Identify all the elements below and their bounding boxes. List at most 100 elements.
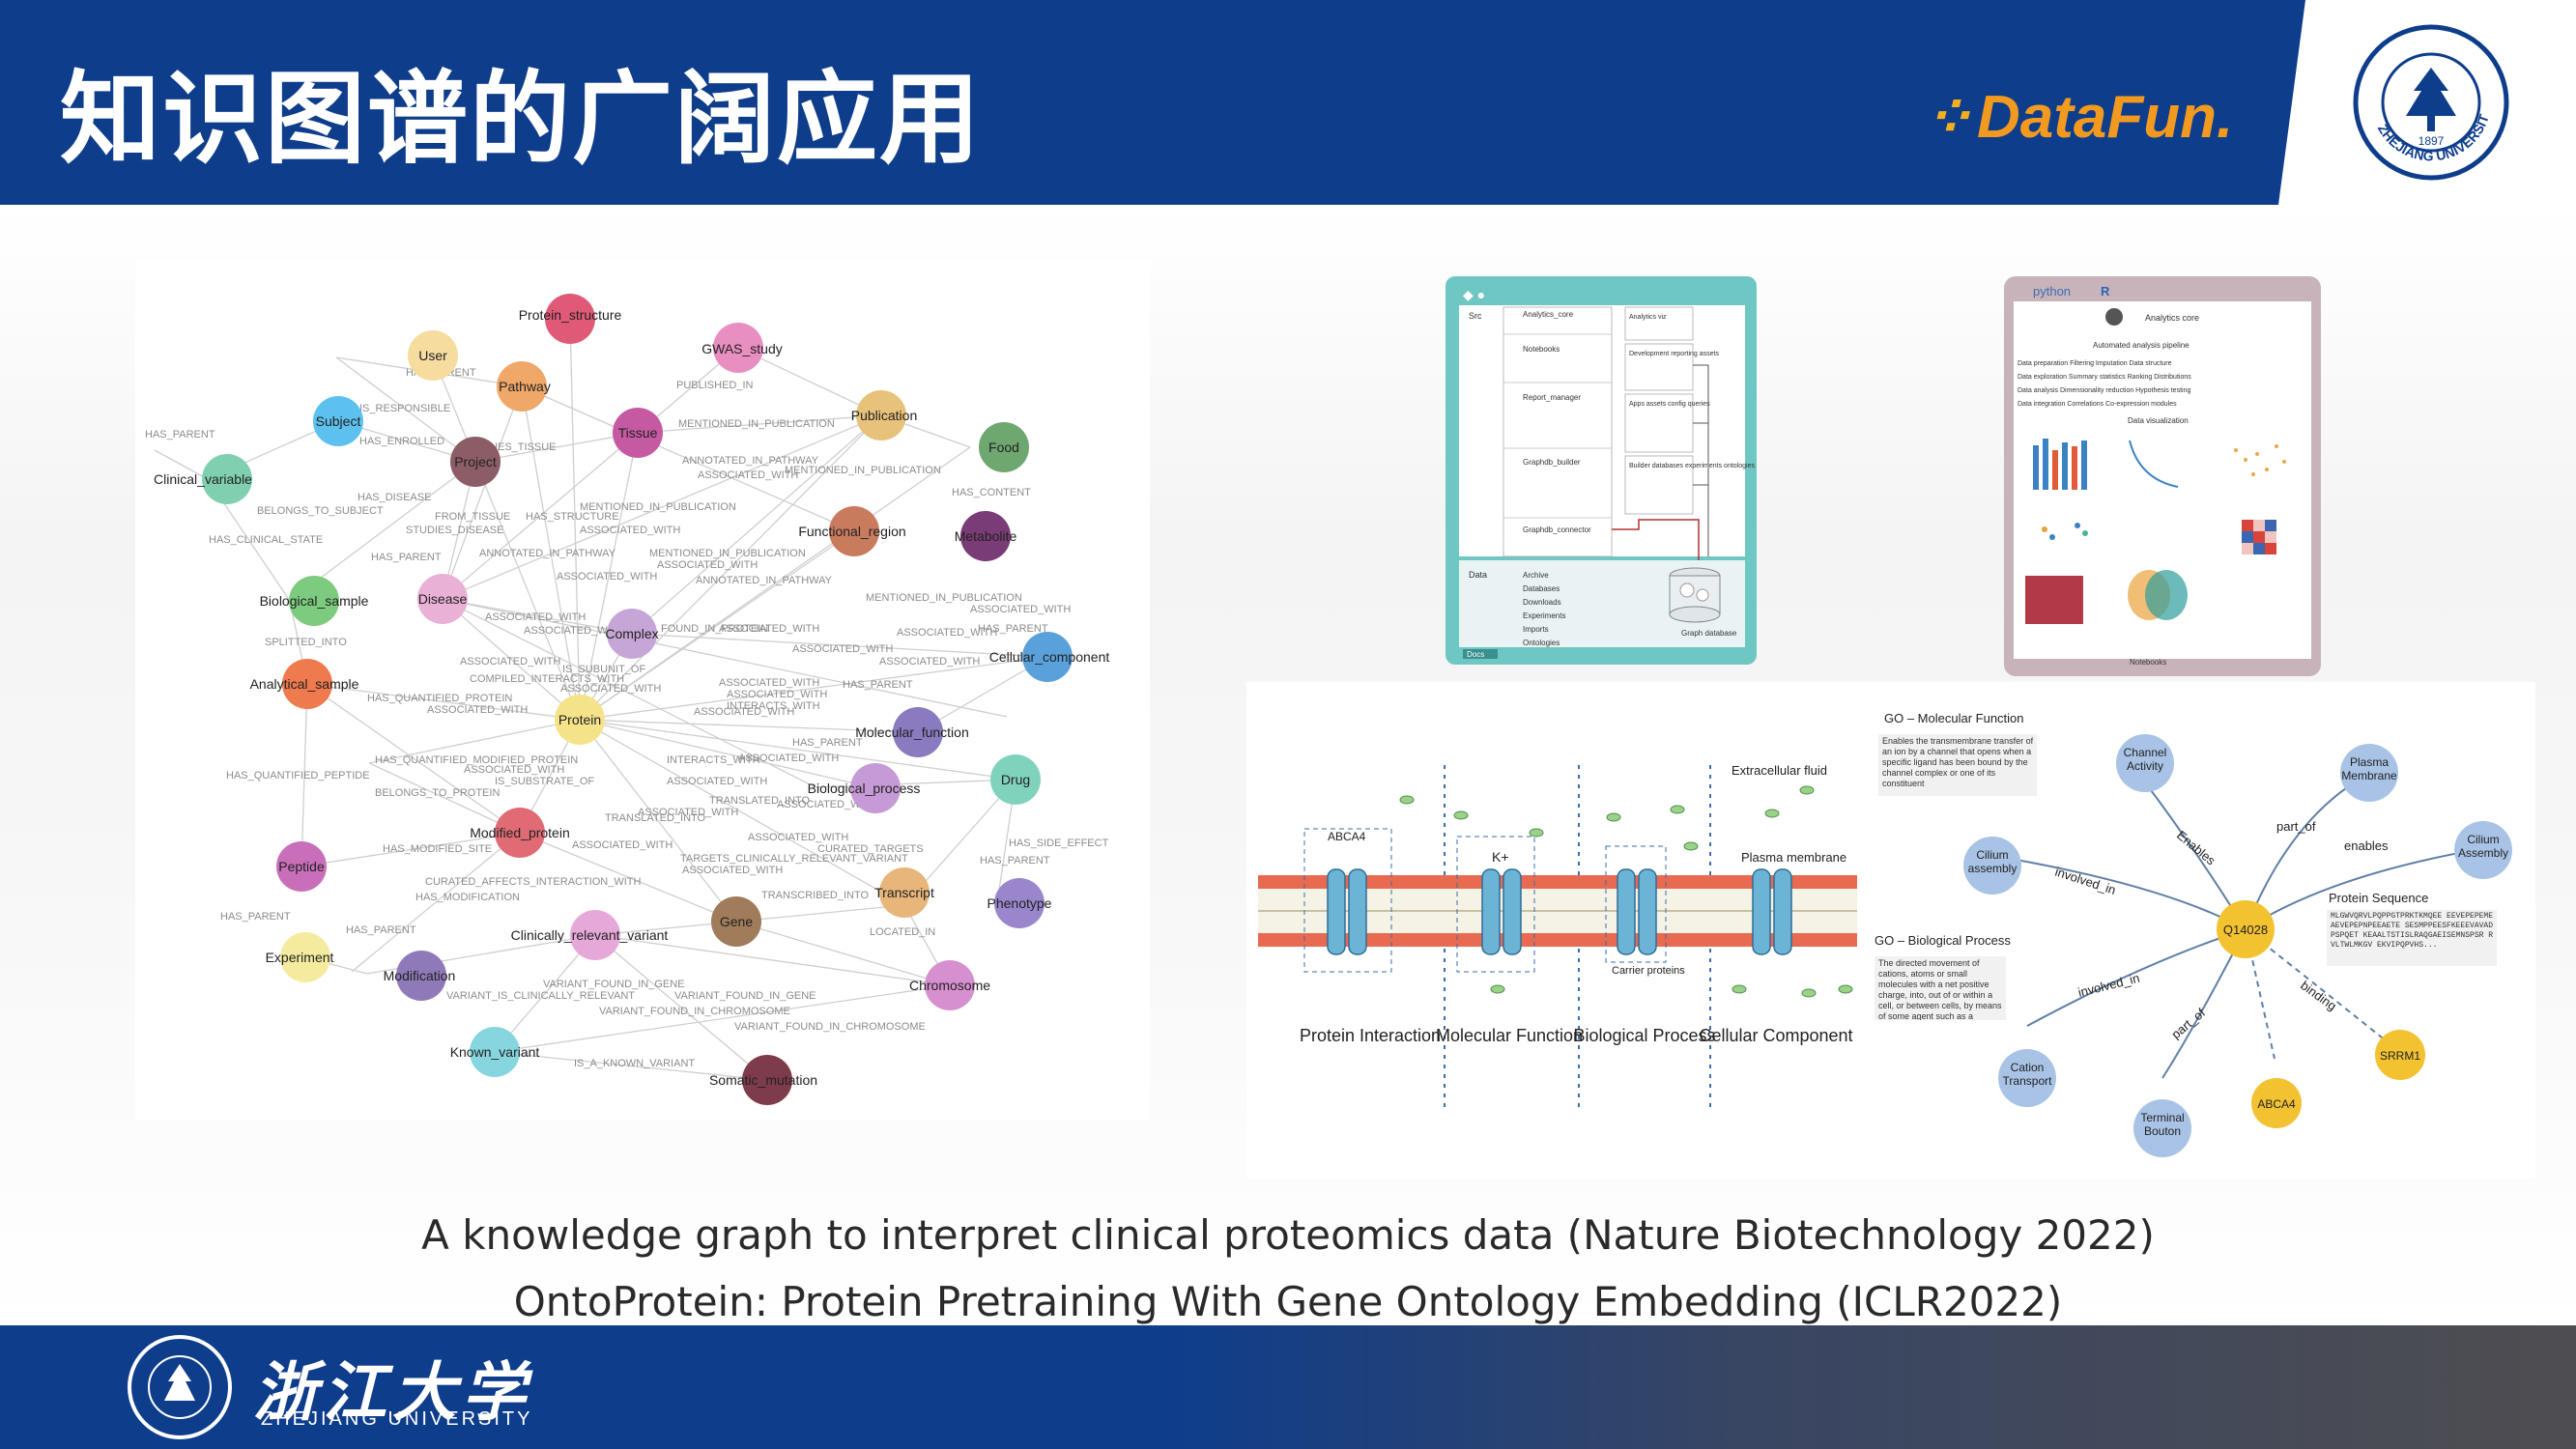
slide-title: 知识图谱的广阔应用 xyxy=(60,60,983,178)
kg-node: Metabolite xyxy=(955,511,1017,561)
svg-text:Biological Process: Biological Process xyxy=(1573,1026,1715,1045)
svg-text:Gene: Gene xyxy=(720,914,753,929)
venn-thumbnail xyxy=(2128,570,2188,620)
kg-node: Known_variant xyxy=(450,1027,539,1077)
kg-edges xyxy=(154,318,1048,1081)
svg-text:Experiment: Experiment xyxy=(266,950,334,965)
ontoprotein-svg: Extracellular fluid Plasma membrane ABCA… xyxy=(1258,711,2512,1157)
kg-node: Complex xyxy=(605,609,659,659)
footer-university-cn: 浙江大学 xyxy=(253,1354,531,1430)
svg-text:Modification: Modification xyxy=(384,968,456,983)
svg-text:HAS_MODIFIED_SITE: HAS_MODIFIED_SITE xyxy=(383,843,492,855)
r-logo-icon: R xyxy=(2101,284,2110,298)
svg-text:ANNOTATED_IN_PATHWAY: ANNOTATED_IN_PATHWAY xyxy=(696,575,833,586)
svg-text:Somatic_mutation: Somatic_mutation xyxy=(709,1072,817,1088)
go-node: Cation Transport xyxy=(1998,1049,2056,1107)
svg-text:ASSOCIATED_WITH: ASSOCIATED_WITH xyxy=(460,656,560,668)
svg-text:SRRM1: SRRM1 xyxy=(2380,1049,2420,1063)
protein-sequence-text: MLGWVQRVLPQPPGTPRKTKMQEE EEVEPEPEMEAEVEP… xyxy=(2331,912,2494,950)
go-node: SRRM1 xyxy=(2375,1030,2425,1080)
svg-text:IS_SUBUNIT_OF: IS_SUBUNIT_OF xyxy=(562,664,645,675)
svg-text:Project: Project xyxy=(454,454,497,469)
svg-text:VARIANT_IS_CLINICALLY_RELEVANT: VARIANT_IS_CLINICALLY_RELEVANT xyxy=(446,990,635,1002)
svg-text:Plasma membrane: Plasma membrane xyxy=(1741,850,1846,865)
svg-text:HAS_PARENT: HAS_PARENT xyxy=(843,679,913,691)
svg-text:Clinically_relevant_variant: Clinically_relevant_variant xyxy=(511,927,669,943)
svg-text:ASSOCIATED_WITH: ASSOCIATED_WITH xyxy=(464,764,564,776)
heatmap-thumbnail-2 xyxy=(2025,576,2083,624)
footer-university-en: ZHEJIANG UNIVERSITY xyxy=(261,1408,533,1430)
svg-text:Data: Data xyxy=(1469,570,1487,580)
svg-text:IS_SUBSTRATE_OF: IS_SUBSTRATE_OF xyxy=(495,776,594,787)
kg-node: Pathway xyxy=(497,361,551,412)
kg-nodes: Protein_structure User GWAS_study Pathwa… xyxy=(154,294,1109,1105)
svg-text:MENTIONED_IN_PUBLICATION: MENTIONED_IN_PUBLICATION xyxy=(649,548,806,559)
svg-text:ASSOCIATED_WITH: ASSOCIATED_WITH xyxy=(524,625,624,637)
svg-text:VARIANT_FOUND_IN_GENE: VARIANT_FOUND_IN_GENE xyxy=(543,979,685,990)
svg-text:Cellular Component: Cellular Component xyxy=(1699,1026,1852,1045)
svg-text:ASSOCIATED_WITH: ASSOCIATED_WITH xyxy=(427,704,528,716)
svg-text:ASSOCIATED_WITH: ASSOCIATED_WITH xyxy=(897,627,997,639)
kg-node: Cellular_component xyxy=(989,632,1110,682)
knowledge-graph-figure: HAS_PARENT HAS_PARENT IS_RESPONSIBLE HAS… xyxy=(135,261,1150,1121)
kg-node: Protein_structure xyxy=(519,294,622,344)
svg-text:GO – Molecular Function: GO – Molecular Function xyxy=(1884,711,2024,725)
svg-text:Analytical_sample: Analytical_sample xyxy=(250,676,359,692)
svg-text:Pathway: Pathway xyxy=(499,379,551,394)
svg-text:VARIANT_FOUND_IN_CHROMOSOME: VARIANT_FOUND_IN_CHROMOSOME xyxy=(734,1021,926,1033)
svg-text:Protein_structure: Protein_structure xyxy=(519,307,622,323)
kg-edge-labels: HAS_PARENT HAS_PARENT IS_RESPONSIBLE HAS… xyxy=(145,367,1109,1069)
go-mf-text: Enables the transmembrane transfer of an… xyxy=(1882,736,2034,788)
svg-text:Cellular_component: Cellular_component xyxy=(989,649,1110,665)
svg-text:Analytics_core: Analytics_core xyxy=(1523,310,1574,319)
svg-text:HAS_PARENT: HAS_PARENT xyxy=(978,623,1048,635)
svg-text:ANNOTATED_IN_PATHWAY: ANNOTATED_IN_PATHWAY xyxy=(682,455,819,467)
svg-text:Complex: Complex xyxy=(605,626,658,641)
svg-text:Enables: Enables xyxy=(2174,828,2218,868)
svg-text:VARIANT_FOUND_IN_GENE: VARIANT_FOUND_IN_GENE xyxy=(674,990,816,1002)
svg-text:Food: Food xyxy=(988,440,1019,455)
svg-text:Biological_sample: Biological_sample xyxy=(260,593,369,609)
svg-text:Protein: Protein xyxy=(558,712,601,727)
kg-node: Tissue xyxy=(613,408,663,458)
kg-node: GWAS_study xyxy=(701,323,783,373)
svg-text:Q14028: Q14028 xyxy=(2223,923,2268,937)
kg-node: Functional_region xyxy=(798,506,906,556)
svg-text:Experiments: Experiments xyxy=(1523,611,1565,620)
svg-text:STUDIES_DISEASE: STUDIES_DISEASE xyxy=(406,525,503,536)
svg-text:ASSOCIATED_WITH: ASSOCIATED_WITH xyxy=(682,865,783,876)
footer-campus-image xyxy=(1159,1325,2576,1449)
svg-text:Transcript: Transcript xyxy=(874,885,934,900)
svg-text:COMPILED_INTERACTS_WITH: COMPILED_INTERACTS_WITH xyxy=(470,673,624,685)
svg-text:TRANSLATED_INTO: TRANSLATED_INTO xyxy=(709,795,811,807)
svg-text:K+: K+ xyxy=(1492,849,1509,865)
svg-text:TARGETS_CLINICALLY_RELEVANT_VA: TARGETS_CLINICALLY_RELEVANT_VARIANT xyxy=(680,853,908,865)
svg-text:Ontologies: Ontologies xyxy=(1523,639,1560,647)
svg-text:Modified_protein: Modified_protein xyxy=(470,825,570,840)
svg-text:ASSOCIATED_WITH: ASSOCIATED_WITH xyxy=(792,643,893,655)
go-bp-text: The directed movement of cations, atoms … xyxy=(1878,958,2002,1020)
svg-text:INTERACTS_WITH: INTERACTS_WITH xyxy=(667,754,760,766)
svg-text:HAS_PARENT: HAS_PARENT xyxy=(792,737,863,749)
svg-text:ASSOCIATED_WITH: ASSOCIATED_WITH xyxy=(879,656,980,668)
kg-node: Project xyxy=(450,437,501,487)
ontoprotein-figure: Extracellular fluid Plasma membrane ABCA… xyxy=(1246,682,2535,1179)
caption-knowledge-graph: A knowledge graph to interpret clinical … xyxy=(421,1211,2155,1259)
footer-seal-icon xyxy=(128,1335,232,1439)
svg-text:ABCA4: ABCA4 xyxy=(2257,1097,2296,1111)
kg-node: Analytical_sample xyxy=(250,659,359,709)
svg-text:Apps assets config queries: Apps assets config queries xyxy=(1629,401,1710,408)
cell-membrane-diagram: Extracellular fluid Plasma membrane ABCA… xyxy=(1258,763,1857,1107)
svg-text:HAS_STRUCTURE: HAS_STRUCTURE xyxy=(526,511,619,523)
svg-text:GO – Biological Process: GO – Biological Process xyxy=(1875,933,2011,948)
kg-node: Disease xyxy=(417,574,468,624)
kg-node: Transcript xyxy=(874,867,934,918)
kg-node: Modified_protein xyxy=(470,808,570,858)
kg-node: Somatic_mutation xyxy=(709,1055,817,1105)
svg-text:BELONGS_TO_PROTEIN: BELONGS_TO_PROTEIN xyxy=(375,787,500,799)
svg-text:CURATED_TARGETS: CURATED_TARGETS xyxy=(817,843,924,855)
svg-text:SPLITTED_INTO: SPLITTED_INTO xyxy=(265,637,347,648)
svg-text:Data exploration Summary stati: Data exploration Summary statistics Rank… xyxy=(2018,374,2191,381)
svg-text:Chromosome: Chromosome xyxy=(909,978,990,993)
go-node: ABCA4 xyxy=(2251,1078,2302,1128)
